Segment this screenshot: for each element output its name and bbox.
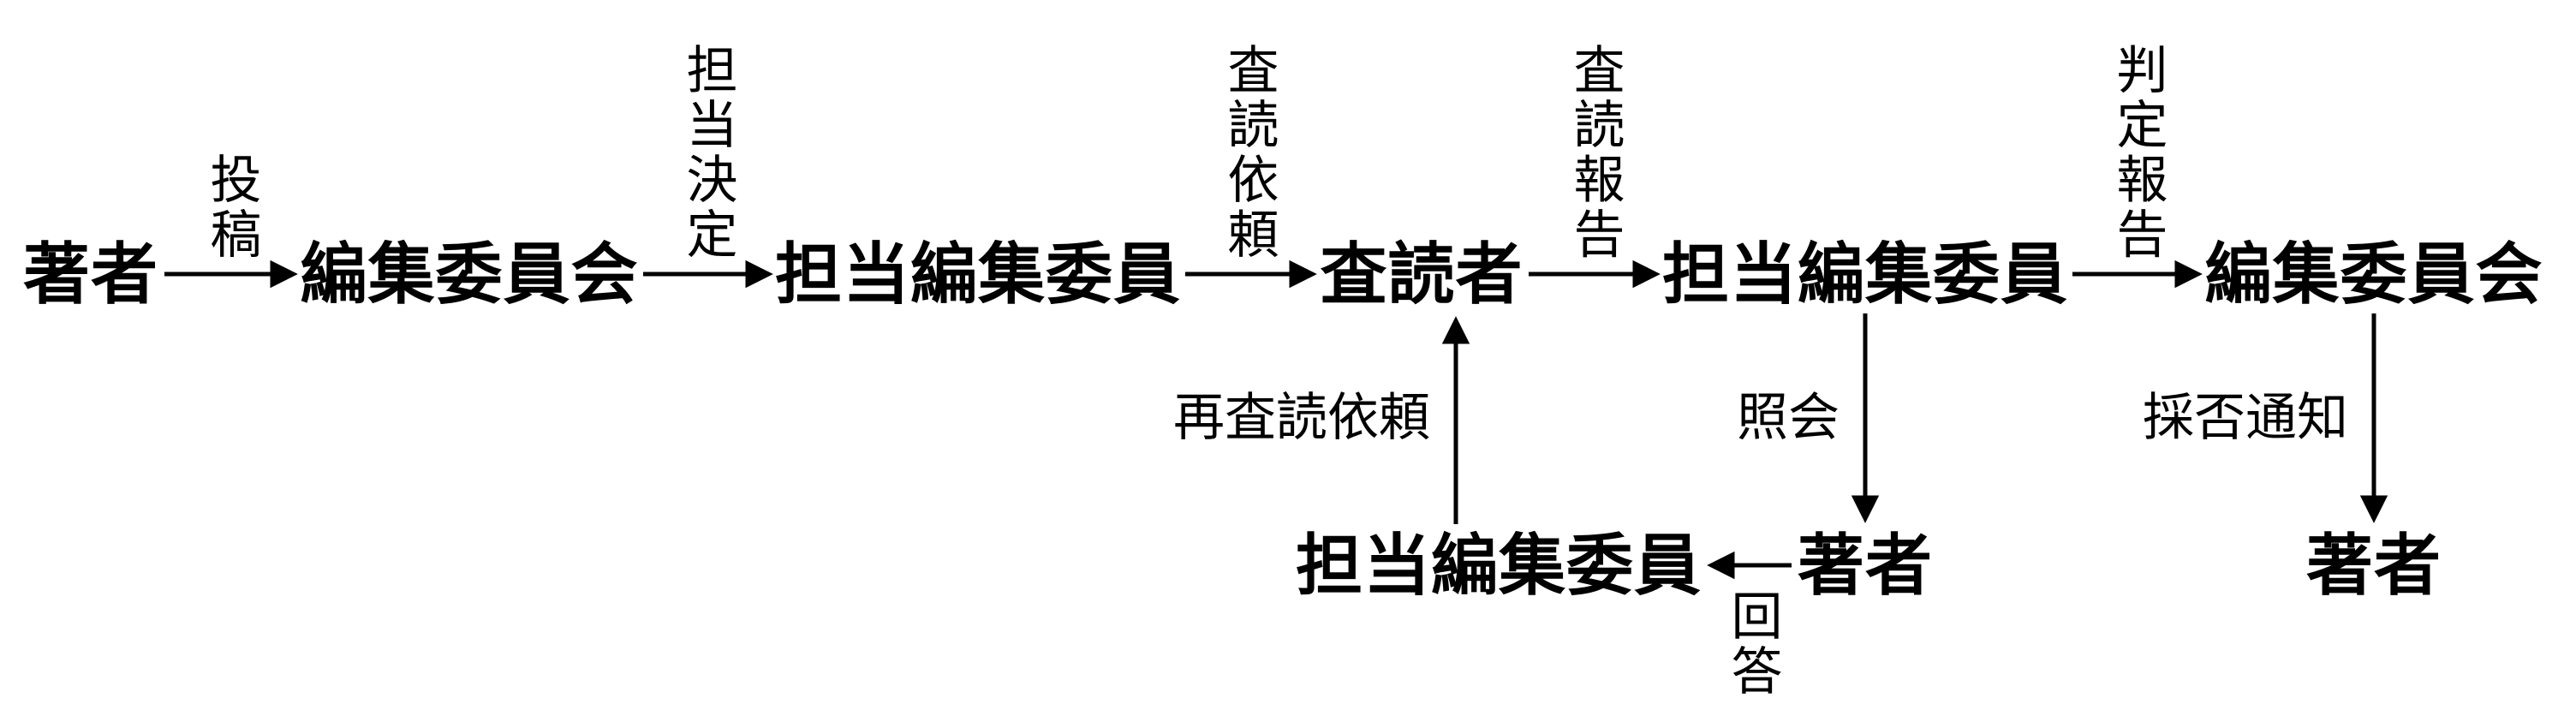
edge-label-judgment-report: 判定報告 (2109, 43, 2166, 262)
node-author-2: 著者 (1797, 528, 1934, 603)
node-author-1: 著者 (22, 236, 159, 312)
edge-label-decision-notice: 採否通知 (2143, 390, 2348, 446)
edge-label-response: 回答 (1724, 589, 1780, 699)
node-author-3: 著者 (2305, 528, 2442, 603)
edge-label-re-review-request: 再査読依頼 (1173, 390, 1430, 446)
edge-label-review-report: 査読報告 (1566, 43, 1623, 262)
edge-label-assignment-decision: 担当決定 (679, 43, 736, 262)
edge-label-inquiry: 照会 (1737, 390, 1840, 446)
edge-label-review-request: 査読依頼 (1220, 43, 1277, 262)
node-reviewer: 査読者 (1320, 236, 1524, 312)
edge-label-submission: 投稿 (203, 152, 259, 262)
node-assigned-editor-2: 担当編集委員 (1661, 236, 2069, 312)
node-editorial-committee-1: 編集委員会 (300, 236, 639, 312)
node-assigned-editor-3: 担当編集委員 (1295, 528, 1702, 603)
node-assigned-editor-1: 担当編集委員 (774, 236, 1182, 312)
node-editorial-committee-2: 編集委員会 (2204, 236, 2543, 312)
